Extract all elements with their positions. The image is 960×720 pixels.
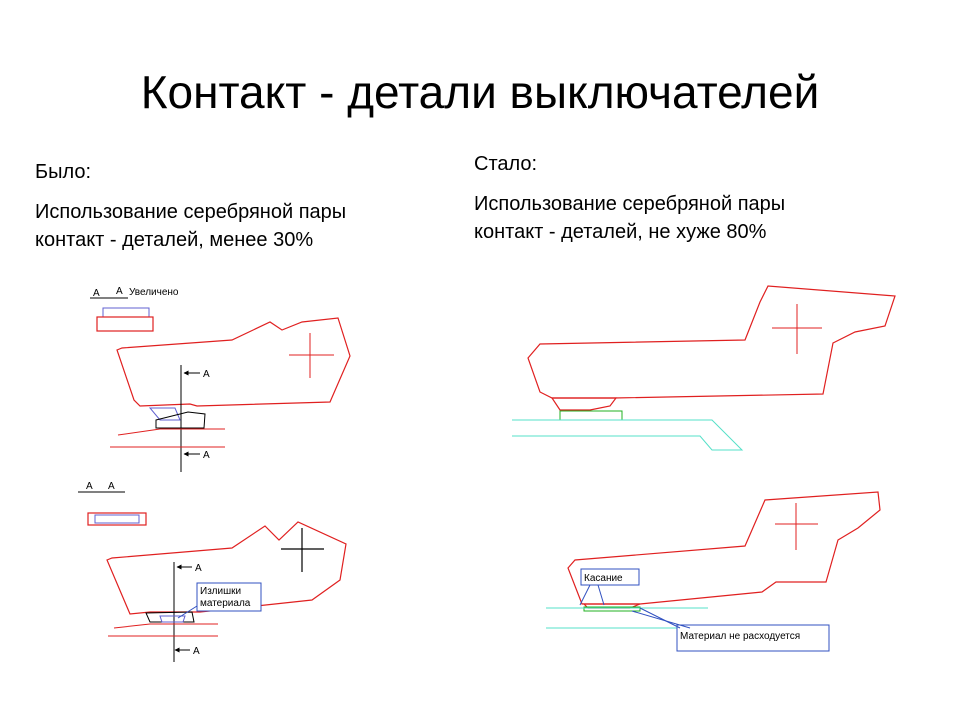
silver-pad-4 <box>583 606 641 612</box>
section-label-a1: А <box>93 288 100 299</box>
contact-body-outline-3 <box>527 285 896 399</box>
after-line-2: контакт - деталей, не хуже 80% <box>474 221 767 243</box>
before-bottom-drawing: А А А А Излишки материала <box>78 481 347 662</box>
enlarged-label: Увеличено <box>129 287 179 298</box>
contact-body-outline-2 <box>106 521 347 615</box>
section-label-b2: А <box>108 481 115 492</box>
not-consumed-leader-2 <box>631 610 691 629</box>
silver-tip-3 <box>550 397 618 411</box>
silver-pad-2 <box>145 611 195 623</box>
rail-upper <box>117 428 225 436</box>
before-heading: Было: <box>35 161 92 183</box>
rail-3 <box>512 419 744 451</box>
arrow-top-label-2: А <box>195 563 202 574</box>
after-line-1: Использование серебряной пары <box>474 193 786 215</box>
arrow-bottom-label-2: А <box>193 646 200 657</box>
section-label-a2: А <box>116 286 123 297</box>
excess-callout-line1: Излишки <box>200 586 241 597</box>
before-line-2: контакт - деталей, менее 30% <box>35 229 314 251</box>
after-text: Стало: Использование серебряной пары кон… <box>474 150 894 246</box>
not-consumed-callout-box <box>676 624 830 652</box>
contact-body-outline <box>116 317 351 407</box>
excess-callout-leader <box>177 605 198 619</box>
rail-upper-2 <box>113 623 218 629</box>
before-line-1: Использование серебряной пары <box>35 201 347 223</box>
after-top-drawing <box>512 285 896 451</box>
silver-pad-3 <box>559 410 623 421</box>
enlarged-silver-2 <box>94 514 140 524</box>
after-heading: Стало: <box>474 153 538 175</box>
excess-callout-line2: материала <box>200 598 251 609</box>
silver-excess <box>159 615 186 623</box>
excess-callout-box <box>196 582 262 612</box>
enlarged-silver-pad <box>102 307 150 318</box>
arrow-bottom-label: А <box>203 450 210 461</box>
contact-callout-box <box>580 568 640 586</box>
silver-pad <box>155 411 206 429</box>
contact-callout-text: Касание <box>584 573 623 584</box>
not-consumed-leader-1 <box>639 607 681 629</box>
slide-title: Контакт - детали выключателей <box>140 66 820 118</box>
section-label-b1: А <box>86 481 93 492</box>
arrow-top-label: А <box>203 369 210 380</box>
contact-callout-leader-2 <box>597 584 605 606</box>
enlarged-base-2 <box>87 512 147 526</box>
enlarged-base <box>96 316 154 332</box>
after-bottom-drawing: Касание Материал не расходуется <box>546 491 881 652</box>
contact-callout-leader-1 <box>579 584 591 606</box>
not-consumed-callout-text: Материал не расходуется <box>680 631 800 642</box>
silver-tip <box>148 407 181 421</box>
before-top-drawing: А А Увеличено А А <box>90 286 351 472</box>
before-text: Было: Использование серебряной пары конт… <box>35 158 455 254</box>
contact-body-outline-4 <box>567 491 881 605</box>
